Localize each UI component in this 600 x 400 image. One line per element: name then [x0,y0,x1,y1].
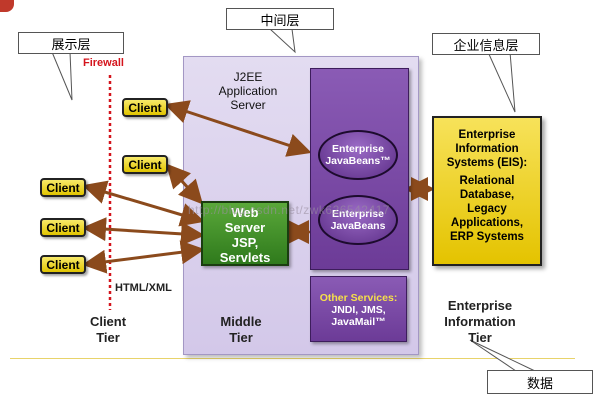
client-box: Client [40,255,86,274]
client-box: Client [122,98,168,117]
client-tier-label: Client Tier [78,314,138,346]
ejb-bottom-line: JavaBeans [330,220,386,232]
app-server-line: Server [230,98,266,112]
eis-line: Relational [459,175,515,187]
other-services-title: Other Services: [319,292,398,304]
middle-tier-label: Middle Tier [211,314,271,346]
watermark-text: http://blog.csdn.net/zwk626542417 [188,203,390,217]
eis-line: Enterprise [458,129,516,141]
eis-line: Information [455,143,519,155]
web-server-line: Web [231,205,259,220]
other-services-box: Other Services: JNDI, JMS, JavaMail™ [310,276,407,342]
web-server-box: Web Server JSP, Servlets [201,201,289,266]
ejb-bottom-line: Enterprise [332,208,384,220]
eis-line: Applications, [450,217,524,229]
eis-box: Enterprise Information Systems (EIS): Re… [432,116,542,266]
enterprise-tier-label: Enterprise Information Tier [428,298,532,346]
logo-icon [0,0,14,12]
ejb-top-line: Enterprise [332,143,384,155]
tier-label-line: Client [89,314,127,329]
arrow-client-ejb [164,100,312,157]
app-server-line: J2EE [233,70,263,84]
arrow-client1-web [82,180,205,227]
middle-layer-callout: 中间层 [226,8,334,30]
enterprise-info-layer-callout: 企业信息层 [432,33,540,55]
app-server-line: Application [218,84,278,98]
tier-label-line: Tier [229,330,253,345]
web-server-line: Server [224,220,266,235]
enterprise-callout-pointer [487,51,516,113]
tier-label-line: Middle [220,314,262,329]
eis-line: Legacy [467,203,507,215]
middle-callout-pointer [268,28,296,54]
web-server-line: JSP, [231,235,259,250]
firewall-label: Firewall [83,57,124,69]
other-services-line: JNDI, JMS, [331,304,386,316]
arrow-client2-web [82,217,205,246]
eis-line: Systems (EIS): [446,157,528,169]
ejb-top-oval: Enterprise JavaBeans™ [318,130,398,180]
client-box: Client [122,155,168,174]
ejb-top-line: JavaBeans™ [325,155,391,167]
eis-line: ERP Systems [450,231,524,243]
tier-label-line: Information [444,314,516,329]
tier-label-line: Tier [96,330,120,345]
client-box: Client [40,218,86,237]
arrow-client3-web [82,240,205,274]
app-server-label: J2EE Application Server [198,70,298,112]
html-xml-label: HTML/XML [115,282,172,294]
web-server-line: Servlets [219,250,271,265]
arrow-client-web [165,163,204,205]
ejb-bottom-oval: Enterprise JavaBeans [318,195,398,245]
tier-label-line: Tier [468,330,492,345]
tier-label-line: Enterprise [447,298,513,313]
presentation-callout-pointer [51,51,73,101]
presentation-layer-callout: 展示层 [18,32,124,54]
other-services-line: JavaMail™ [331,316,386,328]
data-callout: 数据 [487,370,593,394]
bottom-rule [10,358,575,359]
eis-line: Database, [459,189,515,201]
client-box: Client [40,178,86,197]
